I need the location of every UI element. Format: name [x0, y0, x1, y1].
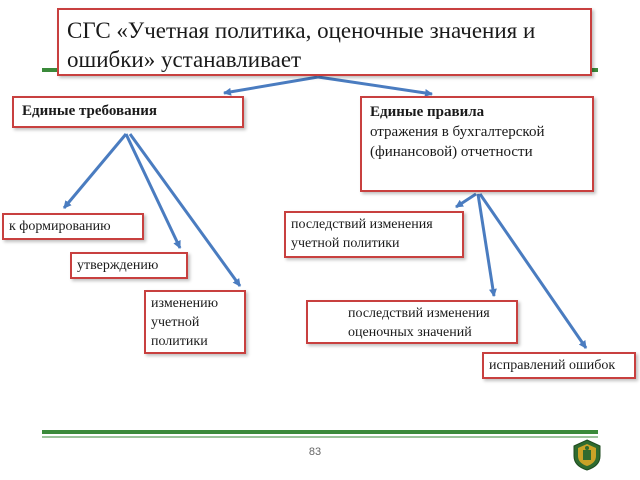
item-estimate-change-consequences-label: последствий изменения оценочных значений [348, 306, 490, 340]
item-policy-change-consequences-label: последствий изменения учетной политики [291, 217, 433, 251]
item-approval: утверждению [70, 252, 188, 279]
rules-heading-bold: Единые правила [370, 104, 485, 120]
item-approval-label: утверждению [77, 258, 159, 273]
title-text: СГС «Учетная политика, оценочные значени… [67, 18, 536, 72]
item-error-correction: исправлений ошибок [482, 352, 636, 379]
arrow-title-to-left [223, 75, 319, 96]
rules-heading-rest: отражения в бухгалтерской (финансовой) о… [370, 124, 545, 160]
item-formation: к формированию [2, 213, 144, 240]
item-policy-change-consequences: последствий изменения учетной политики [284, 211, 464, 258]
arrow-title-to-right [317, 75, 433, 97]
page-number: 83 [308, 446, 322, 458]
arrow-right-to-est [476, 193, 497, 297]
item-error-correction-label: исправлений ошибок [489, 358, 616, 373]
arrow-left-to-form [62, 133, 128, 209]
item-policy-change: изменению учетной политики [144, 290, 246, 354]
arrow-left-to-appr [124, 133, 182, 249]
rules-box: Единые правила отражения в бухгалтерской… [360, 96, 594, 192]
emblem-icon [573, 439, 601, 471]
title-box: СГС «Учетная политика, оценочные значени… [57, 8, 592, 76]
item-estimate-change-consequences: последствий изменения оценочных значений [306, 300, 518, 344]
item-policy-change-label: изменению учетной политики [151, 296, 219, 349]
arrow-right-to-pol [455, 192, 477, 209]
requirements-box: Единые требования [12, 96, 244, 128]
arrow-right-to-err [478, 193, 588, 349]
arrow-left-to-chg [128, 133, 242, 287]
item-formation-label: к формированию [9, 219, 111, 234]
requirements-heading: Единые требования [22, 103, 157, 119]
